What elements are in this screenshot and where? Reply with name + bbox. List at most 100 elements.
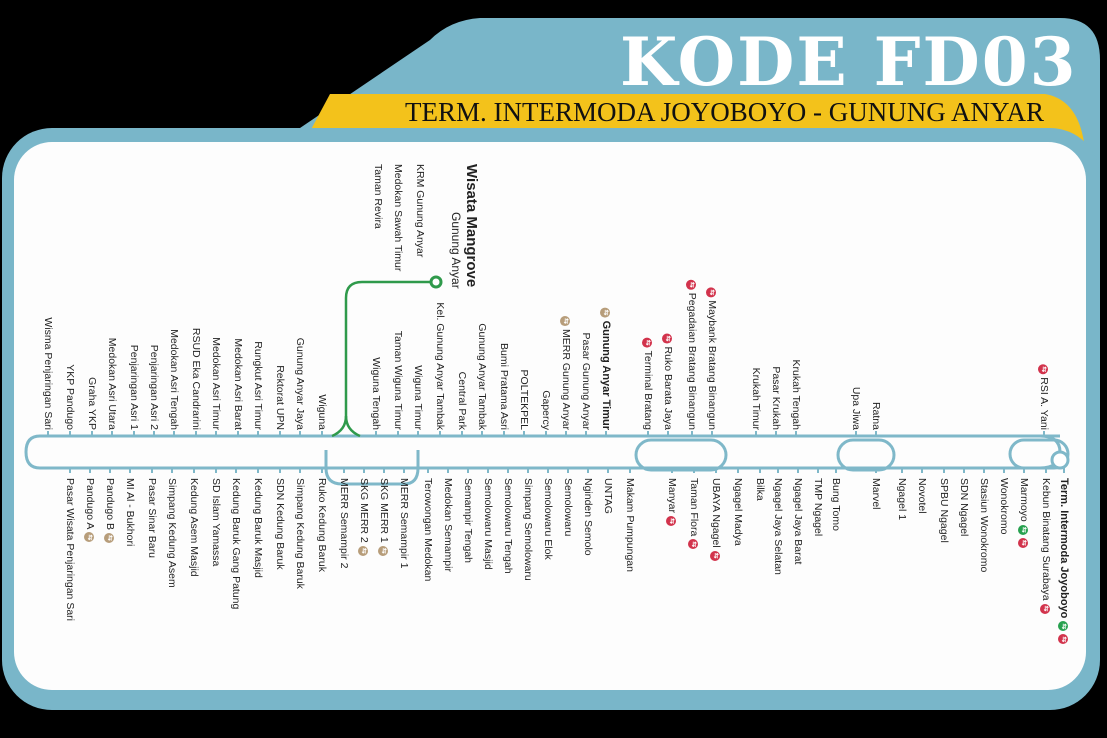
stop-name: Graha YKP [86, 377, 98, 430]
bus-transfer-icon: ⇆ [662, 333, 673, 344]
stop-name: Ngagel Madya [732, 478, 744, 546]
bus-transfer-icon: ⇆ [666, 516, 677, 527]
bus-transfer-icon: ⇆ [688, 539, 699, 550]
stop-name: YKP Pandugo [64, 364, 76, 430]
stop-name: TMP Ngagel [812, 478, 824, 537]
stop-name: SPBU Ngagel [938, 478, 950, 543]
stop-name: Medokan Asri Tengah [168, 329, 180, 430]
stop-name: RSI A. Yani [1038, 377, 1050, 430]
bus-transfer-icon: ⇆ [84, 532, 95, 543]
route-subtitle: TERM. INTERMODA JOYOBOYO - GUNUNG ANYAR [405, 97, 1045, 127]
stop-name: RSUD Eka Candrarini [190, 327, 202, 430]
branch-label-text: Wisata Mangrove [463, 164, 480, 288]
stop-name: Krukah Timur [750, 367, 762, 430]
stop-name: Pandugo B [104, 478, 116, 530]
stop-name: Kedung Baruk Masjid [252, 478, 264, 578]
stop-name: Wiguna Timur [412, 365, 424, 430]
stop-name: Upa Jiwa [850, 386, 862, 430]
stop-name: MERR Semampir 1 [398, 478, 410, 569]
stop-name: Rungkut Asri Timur [252, 341, 264, 430]
stop-name: Ruko Barata Jaya [662, 346, 674, 430]
stop-name: Semolowaru [562, 478, 574, 537]
stop-name: MERR Semampir 2 [338, 478, 350, 569]
branch-track [331, 280, 436, 438]
stop-name: Semolowaru Tengah [502, 478, 514, 574]
stop-name: Medokan Asri Barat [232, 338, 244, 430]
stop-name: Pasar Wisata Penjaringan Sari [64, 478, 76, 621]
stop-name: Nginden Semolo [582, 478, 594, 556]
stop-name: SDN Ngagel [958, 478, 970, 537]
stop-name: Stasiun Wonokromo [978, 478, 990, 573]
stop-name: Medokan Asri Utara [106, 337, 118, 430]
stop-name: Kedung Baruk Gang Patung [230, 478, 242, 610]
stop-name: Kebun Binatang Surabaya [1040, 478, 1052, 601]
stop-name: Pasar Gunung Anyar [580, 332, 592, 430]
stop-name: Wiguna [316, 394, 328, 430]
stop-ticks [47, 431, 1065, 473]
bus-transfer-icon: ⇆ [600, 307, 611, 318]
branch-label-text: Gunung Anyar [449, 212, 463, 289]
bus-transfer-icon: ⇆ [706, 287, 717, 298]
stop-name: Simpang Kedung Baruk [294, 478, 306, 589]
stop-name: Wisma Penjaringan Sari [42, 317, 54, 430]
stop-name: MI Al - Bukhori [124, 478, 136, 547]
route-code-title: KODE FD03 [620, 23, 1078, 101]
bus-transfer-icon: ⇆ [710, 550, 721, 561]
stop-name: Ngagel Jaya Selatan [772, 478, 784, 575]
stop-name: Kedung Asem Masjid [188, 478, 200, 577]
stop-name: Pasar Krukah [770, 366, 782, 430]
stop-name: Manyar [666, 478, 678, 514]
stop-name: Central Park [456, 371, 468, 430]
bus-transfer-icon: ⇆ [1040, 603, 1051, 614]
terminus-marker [1050, 450, 1070, 470]
stop-name: Bumi Pratama Asri [498, 343, 510, 430]
branch-terminus-marker [429, 275, 443, 289]
stop-name: SDN Kedung Baruk [274, 478, 286, 570]
stop-name: Gapercy [540, 390, 552, 430]
stop-name: Kel. Gunung Anyar Tambak [434, 302, 446, 430]
stop-name: Taman Flora [688, 478, 700, 537]
stop-name: Marvel [870, 478, 882, 510]
bus-transfer-icon: ⇆ [358, 545, 369, 556]
stop-name: Gunung Anyar Tambak [476, 323, 488, 430]
stop-name: MERR Gunung Anyar [560, 329, 572, 430]
stop-name: POLTEKPEL [518, 369, 530, 431]
bus-transfer-icon: ⇆ [1038, 364, 1049, 375]
stop-name: Wonokromo [998, 478, 1010, 535]
stop-name: SKG MERR 1 [378, 478, 390, 543]
stop-name: Penjaringan Asri 1 [128, 344, 140, 430]
stop-name: Bilka [754, 478, 766, 501]
stop-name: Rektorat UPN [274, 365, 286, 430]
stop-name: Simpang Semolowaru [522, 478, 534, 581]
stop-name: Medokan Asri Timur [210, 337, 222, 430]
stop-name: Terminal Bratang [642, 350, 654, 430]
bus-transfer-icon: ⇆ [1058, 621, 1069, 632]
stop-name: Novotel [916, 478, 928, 514]
bus-transfer-icon: ⇆ [642, 337, 653, 348]
bus-transfer-icon: ⇆ [1018, 524, 1029, 535]
stop-name: Terowongan Medokan [422, 478, 434, 582]
stop-name: UBAYA Ngagel [710, 478, 722, 548]
stop-name: SKG MERR 2 [358, 478, 370, 543]
stop-name: Semolowaru Elok [542, 478, 554, 560]
bus-transfer-icon: ⇆ [104, 532, 115, 543]
bus-transfer-icon: ⇆ [1018, 537, 1029, 548]
stop-name: Pegadaian Bratang Binangun [686, 292, 698, 430]
stop-name: Penjaringan Asri 2 [148, 344, 160, 430]
bus-transfer-icon: ⇆ [560, 316, 571, 327]
bus-transfer-icon: ⇆ [1058, 634, 1069, 645]
stop-name: Maybank Bratang Binangun [706, 300, 718, 430]
stop-name: Semampir Tengah [462, 478, 474, 564]
branch-label-text: KRM Gunung Anyar [414, 164, 426, 258]
branch-label-text: Taman Revira [372, 164, 384, 229]
stop-name: Semolowaru Masjid [482, 478, 494, 570]
stop-name: Marmoyo [1018, 478, 1030, 522]
stop-name: Ruko Kedung Baruk [316, 478, 328, 572]
stop-name: Pasar Sinar Baru [146, 478, 158, 558]
stop-name: SD Islam Yamassa [210, 478, 222, 567]
bus-transfer-icon: ⇆ [686, 279, 697, 290]
stop-name: Ngagel 1 [896, 478, 908, 521]
branch-label-text: Medokan Sawah Timur [392, 164, 404, 272]
stop-name: Bung Tomo [830, 478, 842, 531]
